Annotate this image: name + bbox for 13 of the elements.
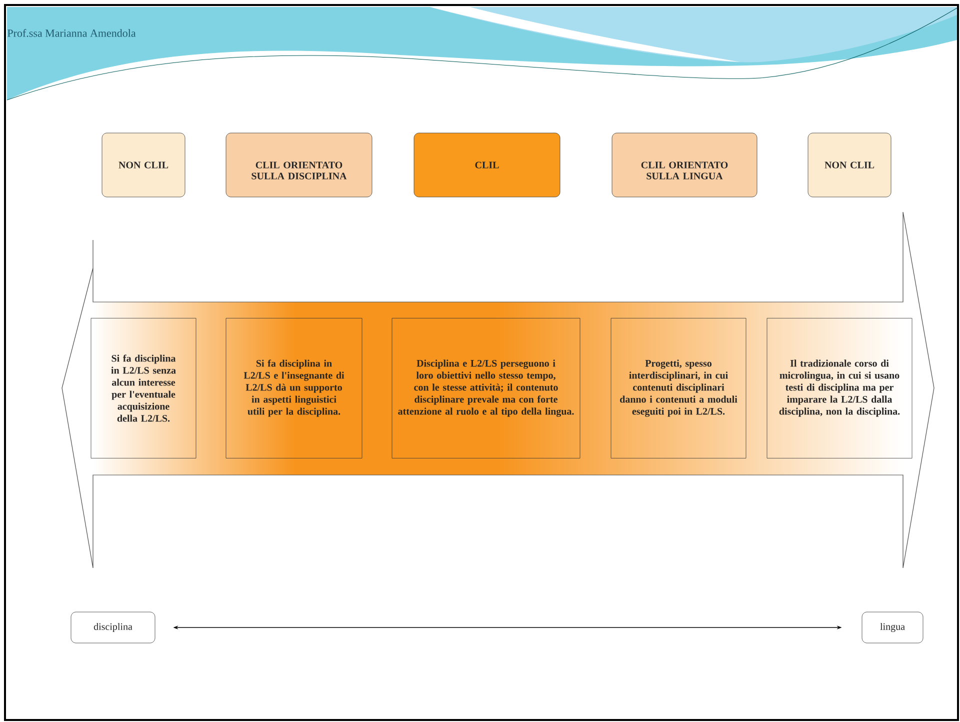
description-box: Si fa disciplina in L2/LS senza alcun interesse per l'eventuale acquisizione della L2/LS. bbox=[90, 318, 196, 458]
category-box: CLIL ORIENTATO SULLA LINGUA bbox=[612, 132, 758, 198]
description-box: Il tradizionale corso di microlingua, in cui si usano testi di disciplina ma per imparare la L2/LS dalla disciplina, non la disciplina. bbox=[766, 318, 912, 458]
end-label-box: disciplina bbox=[70, 612, 156, 644]
description-box: Progetti, spesso interdisciplinari, in cui contenuti disciplinari danno i contenuti a moduli eseguiti poi in L2/LS. bbox=[610, 318, 746, 458]
category-box: CLIL bbox=[414, 132, 560, 198]
category-box: NON CLIL bbox=[808, 132, 892, 198]
author-name: Prof.ssa Marianna Amendola bbox=[8, 29, 136, 37]
category-box: CLIL ORIENTATO SULLA DISCIPLINA bbox=[226, 132, 372, 198]
end-label-box: lingua bbox=[862, 612, 924, 644]
category-box: NON CLIL bbox=[102, 132, 186, 198]
description-box: Si fa disciplina in L2/LS e l'insegnante di L2/LS dà un supporto in aspetti linguistici utili per la disciplina. bbox=[226, 318, 362, 458]
description-box: Disciplina e L2/LS perseguono i loro obiettivi nello stesso tempo, con le stesse attività; il contenuto disciplinare prevale ma con forte attenzione al ruolo e al tipo della lingua. bbox=[392, 318, 580, 458]
